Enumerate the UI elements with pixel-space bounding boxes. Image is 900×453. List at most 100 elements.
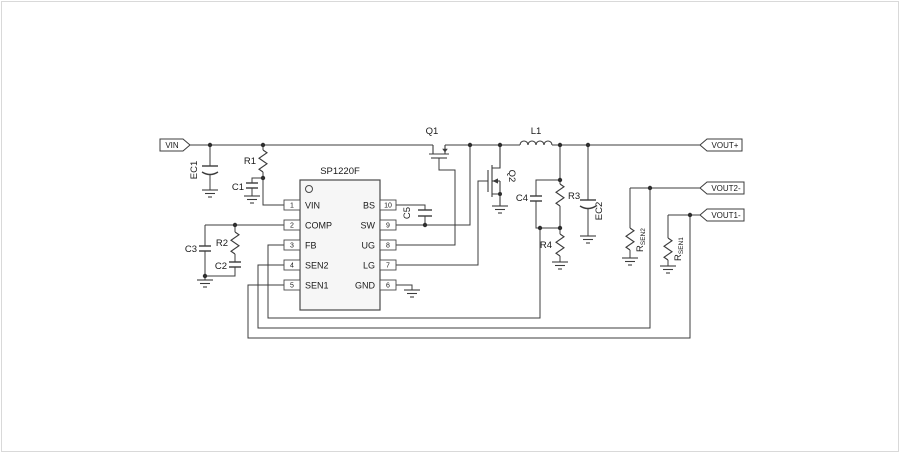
junction-dot xyxy=(647,185,653,191)
ic-pin-4: 4 SEN2 xyxy=(283,259,329,271)
capacitor-c2: C2 xyxy=(215,261,241,272)
wire-to-pin-vin xyxy=(262,178,284,206)
pin-2-number: 2 xyxy=(290,223,294,230)
c4-label: C4 xyxy=(516,193,528,204)
junction-dot xyxy=(232,222,238,228)
resistor-r2: R2 xyxy=(216,231,240,255)
capacitor-ec2: EC2 xyxy=(579,199,605,220)
ec2-label: EC2 xyxy=(594,202,605,220)
ground-symbol-q2 xyxy=(492,205,508,214)
q1-arrow xyxy=(442,148,448,153)
ground-symbol-c1 xyxy=(244,195,260,204)
pin-6-box xyxy=(379,279,397,291)
rsen2-label-base: R xyxy=(635,245,646,252)
vout1-tag-label: VOUT1- xyxy=(711,211,741,220)
mosfet-q1: Q1 xyxy=(426,126,449,159)
c3-label: C3 xyxy=(185,244,197,255)
q2-drain-stub xyxy=(492,145,501,169)
pin-10-name: BS xyxy=(363,201,375,211)
wire-gnd-pin xyxy=(396,284,413,290)
c1-label: C1 xyxy=(232,182,244,193)
pin-3-box xyxy=(283,239,301,251)
c5-label: C5 xyxy=(402,207,413,219)
rsen2-zigzag xyxy=(625,227,635,251)
r4-label: R4 xyxy=(540,240,552,251)
pin-8-number: 8 xyxy=(386,243,390,250)
inductor-l1: L1 xyxy=(519,126,553,146)
wire-sen2 xyxy=(257,188,651,329)
r3-zigzag xyxy=(555,183,565,207)
wire-ug xyxy=(396,158,456,246)
ground-symbol-rsen2 xyxy=(622,257,638,266)
junction-dot xyxy=(498,192,502,196)
pin-7-number: 7 xyxy=(386,263,390,270)
ec2-plate-bottom xyxy=(579,205,597,210)
q2-arrow xyxy=(492,178,498,184)
pin-8-box xyxy=(379,239,397,251)
pin-6-number: 6 xyxy=(386,283,390,290)
vout1-tag-shape xyxy=(699,208,745,222)
q2-label: Q2 xyxy=(506,170,517,183)
resistor-r4: R4 xyxy=(540,233,565,257)
ic-body xyxy=(299,179,381,311)
junction-dot xyxy=(687,212,693,218)
wire-bs xyxy=(396,204,426,210)
pin-10-number: 10 xyxy=(384,203,392,210)
pin1-indicator-icon xyxy=(305,185,313,193)
wires xyxy=(190,144,700,339)
ic-sp1220f: SP1220F 1 VIN 2 COMP 3 FB 4 SEN2 5 SEN1 xyxy=(283,166,397,311)
pin-3-number: 3 xyxy=(290,243,294,250)
pin-2-name: COMP xyxy=(305,221,332,231)
junction-dot xyxy=(207,142,213,148)
junction-dot xyxy=(467,142,473,148)
pin-3-name: FB xyxy=(305,241,317,251)
r1-label: R1 xyxy=(244,156,256,167)
ic-pin-1: 1 VIN xyxy=(283,199,320,211)
pin-5-box xyxy=(283,279,301,291)
vout2-tag-label: VOUT2- xyxy=(711,184,741,193)
ic-pin-2: 2 COMP xyxy=(283,219,332,231)
capacitor-c3: C3 xyxy=(185,244,211,255)
l1-label: L1 xyxy=(531,126,542,137)
net-tag-vout1-minus: VOUT1- xyxy=(699,208,745,222)
vin-tag-shape xyxy=(159,138,191,152)
junction-dot xyxy=(497,142,503,148)
pin-9-number: 9 xyxy=(386,223,390,230)
rsen1-zigzag xyxy=(663,237,673,261)
ec1-label: EC1 xyxy=(189,161,200,179)
ground-symbol-gnd-pin xyxy=(404,289,420,298)
ground-symbol-comp xyxy=(197,279,213,288)
rsen1-label: RSEN1 xyxy=(673,237,685,261)
r1-zigzag xyxy=(258,149,268,173)
ic-pin-6: 6 GND xyxy=(355,279,397,291)
capacitor-c5: C5 xyxy=(402,207,432,219)
wire-sen1 xyxy=(247,215,691,339)
net-tag-vout-plus: VOUT+ xyxy=(699,138,743,152)
wire-c2-bottom xyxy=(205,267,236,277)
vout-plus-tag-shape xyxy=(699,138,743,152)
pin-1-box xyxy=(283,199,301,211)
pin-6-name: GND xyxy=(355,281,376,291)
pin-9-box xyxy=(379,219,397,231)
rsen2-label-sub: SEN2 xyxy=(640,228,647,245)
junction-dots xyxy=(202,142,693,279)
pin-1-number: 1 xyxy=(290,203,294,210)
capacitor-c1: C1 xyxy=(232,182,258,193)
pin-5-number: 5 xyxy=(290,283,294,290)
capacitor-c4: C4 xyxy=(516,193,542,204)
ic-pin-8: 8 UG xyxy=(362,239,397,251)
junction-dot xyxy=(202,273,208,279)
wire-c4-bottom xyxy=(535,201,560,229)
rsen2-label: RSEN2 xyxy=(635,228,647,252)
pin-4-box xyxy=(283,259,301,271)
ic-pin-7: 7 LG xyxy=(363,259,397,271)
junction-dot xyxy=(260,175,266,181)
ic-pin-10: 10 BS xyxy=(363,199,397,211)
resistor-rsen2: RSEN2 xyxy=(625,227,647,252)
ground-symbol-r4 xyxy=(552,261,568,270)
capacitor-ec1: EC1 xyxy=(189,161,219,179)
pin-10-box xyxy=(379,199,397,211)
